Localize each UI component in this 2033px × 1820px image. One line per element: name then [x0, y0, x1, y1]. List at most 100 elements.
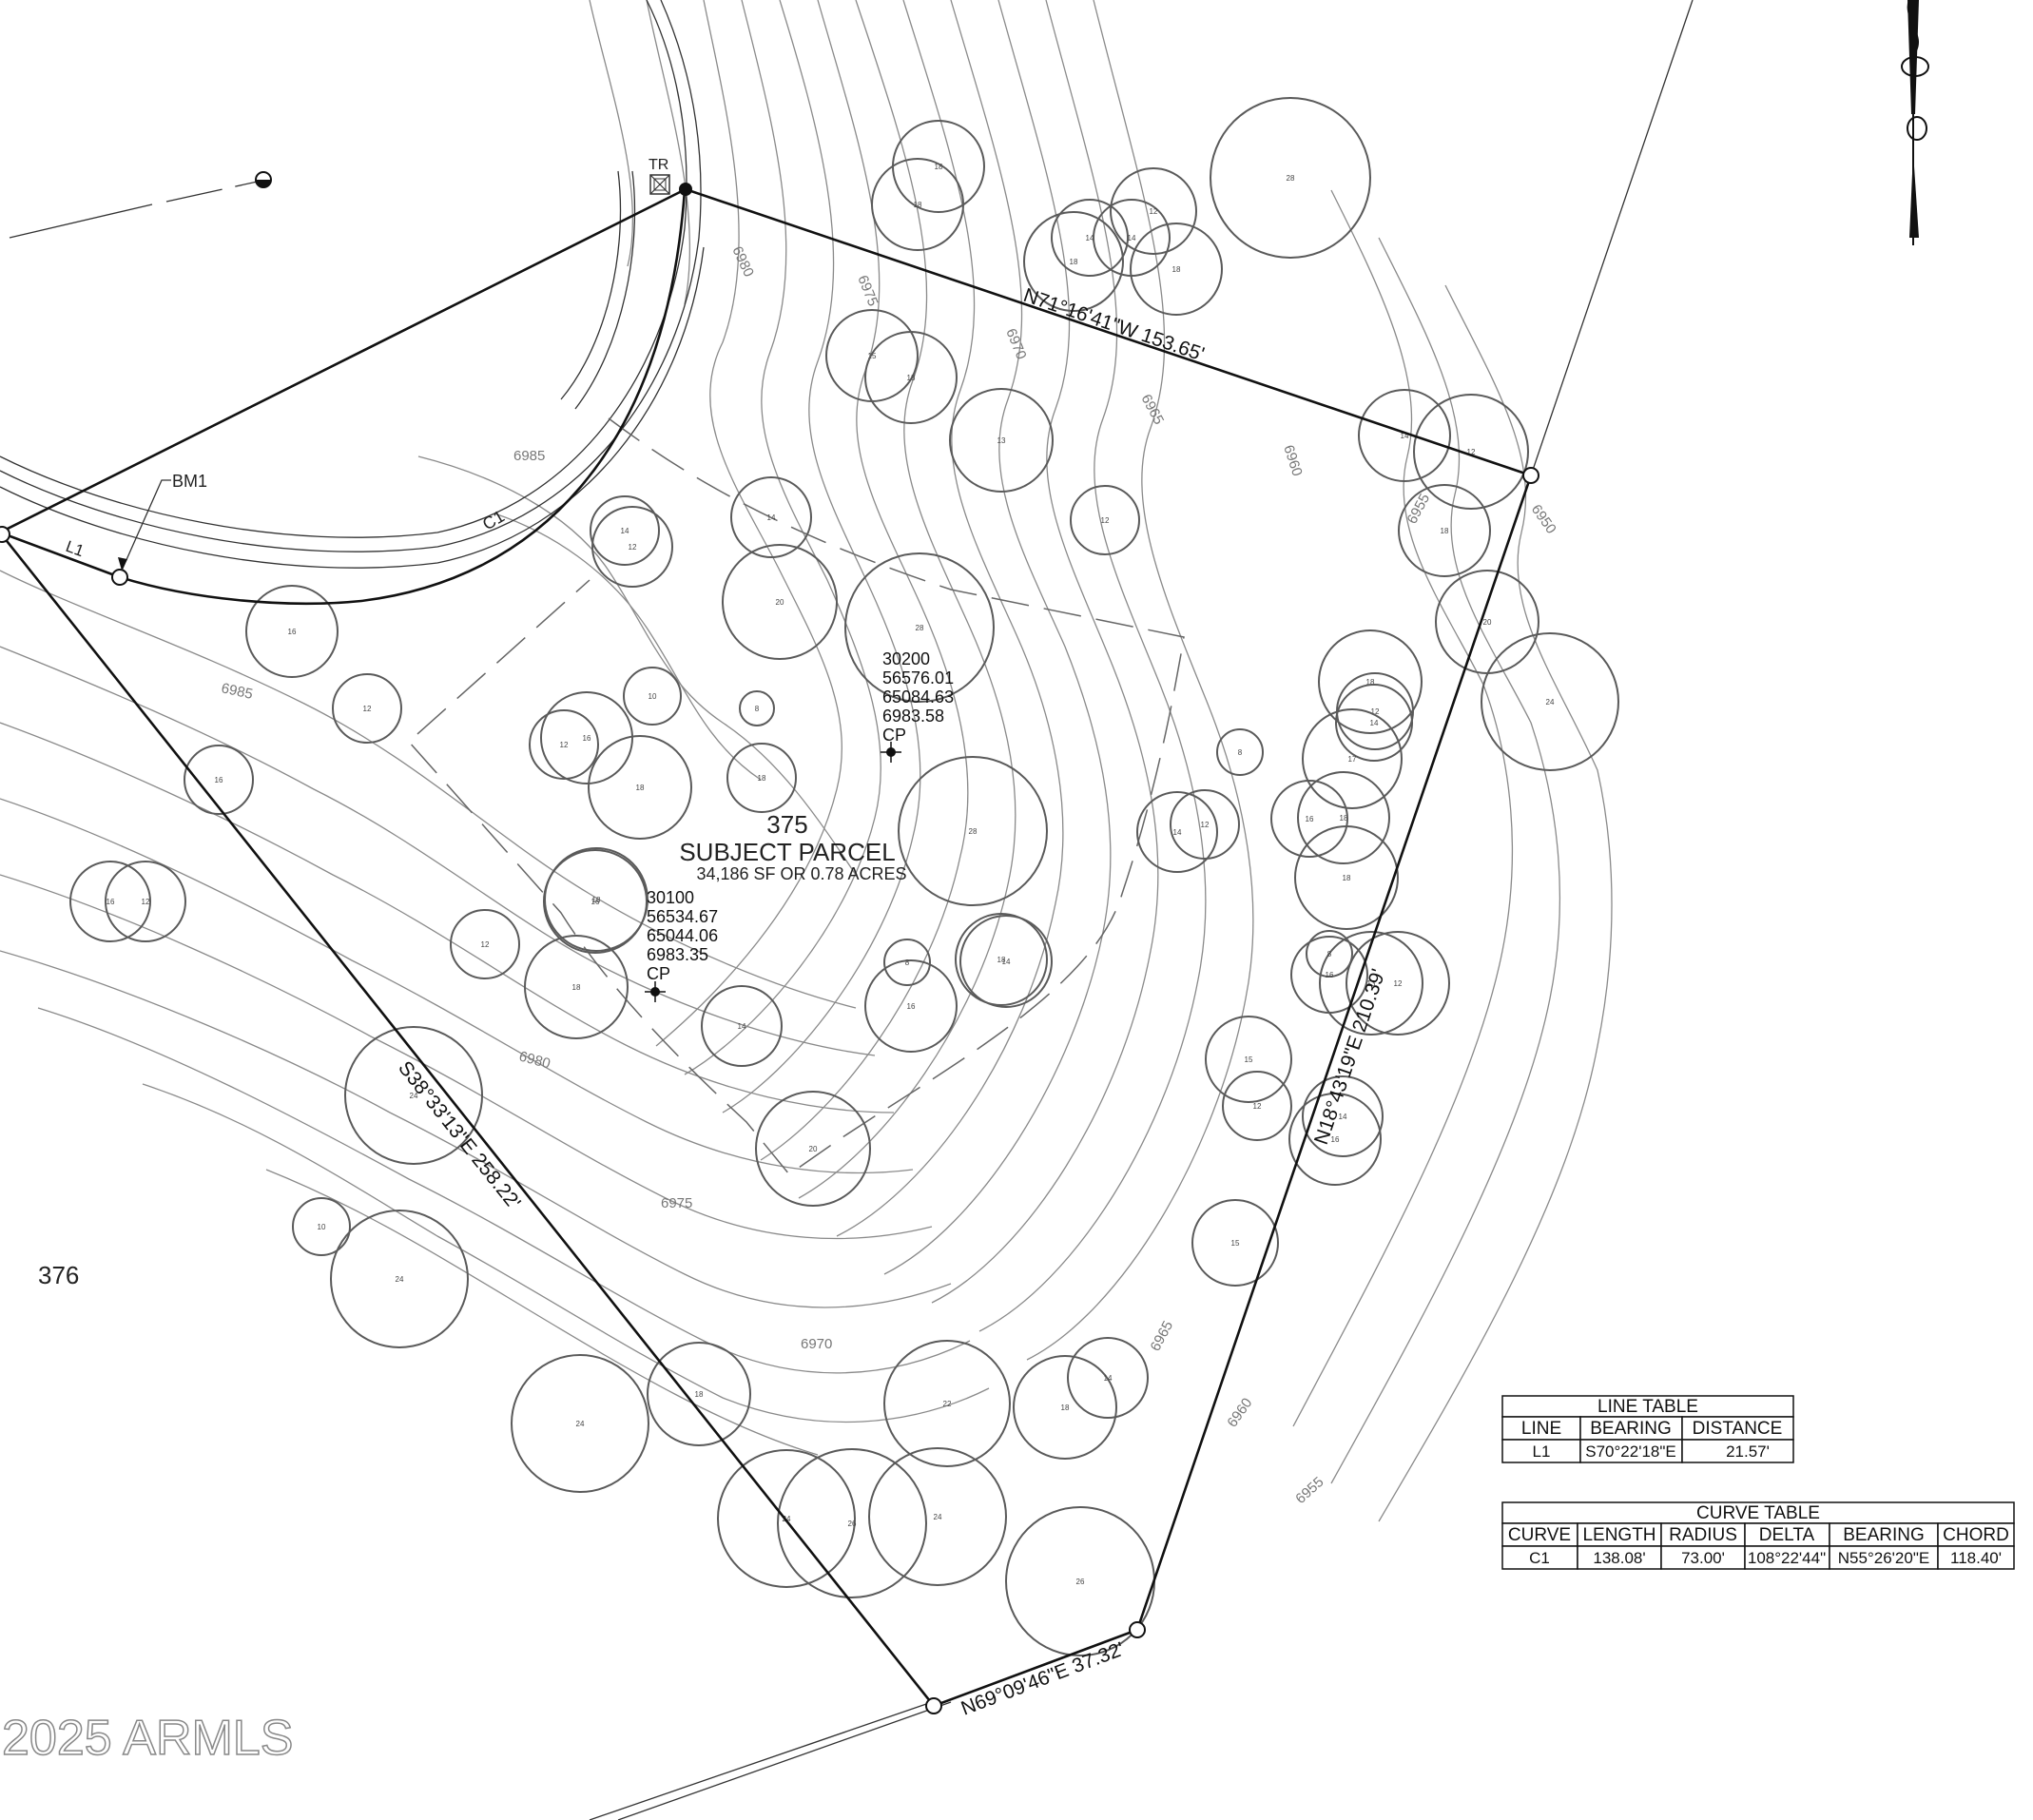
- contour-label: 6955: [1404, 491, 1434, 526]
- svg-text:12: 12: [629, 543, 637, 552]
- svg-text:10: 10: [318, 1223, 326, 1231]
- curve-label-c1: C1: [479, 507, 508, 534]
- contour-label: 6950: [1528, 502, 1559, 537]
- tree: 18: [588, 735, 692, 840]
- svg-text:18: 18: [758, 774, 766, 783]
- contour-label: 6975: [661, 1195, 692, 1211]
- parcel-boundary: [0, 187, 1533, 1708]
- svg-text:24: 24: [1546, 698, 1555, 707]
- tree: 28: [1210, 97, 1371, 259]
- tree: 16: [543, 849, 648, 954]
- svg-text:16: 16: [1326, 971, 1334, 979]
- contour-label: 6955: [1292, 1474, 1326, 1507]
- right-of-way-curve: C1: [0, 189, 687, 606]
- tree: 18: [1130, 223, 1223, 316]
- tree: 15: [1191, 1199, 1279, 1287]
- svg-text:18: 18: [1343, 874, 1351, 882]
- control-point-icon: [881, 742, 901, 763]
- parcel-number: 375: [766, 810, 807, 839]
- svg-text:16: 16: [583, 734, 591, 743]
- svg-text:16: 16: [106, 898, 115, 906]
- tree: 15: [1205, 1016, 1292, 1103]
- curve-table: CURVE TABLE CURVE LENGTH RADIUS DELTA BE…: [1501, 1501, 2015, 1570]
- svg-text:14: 14: [1339, 1113, 1347, 1121]
- cp-label: CP: [647, 964, 670, 983]
- tree: 14: [730, 476, 812, 558]
- svg-text:20: 20: [809, 1145, 818, 1153]
- svg-text:8: 8: [905, 958, 910, 967]
- curve-table-cell: 138.08': [1593, 1549, 1645, 1567]
- tree: 24: [868, 1447, 1007, 1586]
- leader-arrow-icon: [118, 557, 127, 571]
- svg-text:14: 14: [1370, 719, 1379, 727]
- svg-text:18: 18: [1441, 527, 1449, 535]
- tree: 14: [590, 495, 660, 566]
- tree: 18: [647, 1342, 751, 1446]
- tree: 13: [1319, 931, 1423, 1036]
- control-point-icon: [645, 981, 666, 1002]
- svg-text:12: 12: [481, 940, 490, 949]
- line-table-cell: L1: [1533, 1442, 1551, 1461]
- svg-text:18: 18: [695, 1390, 704, 1399]
- svg-text:14: 14: [1401, 432, 1409, 440]
- svg-text:24: 24: [410, 1092, 418, 1100]
- tree: 8: [883, 939, 931, 986]
- boundary-call-labels: N71°16'41"W 153.65' N18°43'19"E 210.39' …: [394, 284, 1390, 1720]
- tree: 16: [69, 861, 151, 942]
- tree-symbols: 18 18 14 18 14 12 18 28 15 18 13 12 14 1…: [69, 97, 1619, 1656]
- svg-text:8: 8: [1327, 950, 1332, 958]
- tree: 12: [1222, 1071, 1292, 1141]
- svg-text:18: 18: [572, 983, 581, 992]
- tree: 24: [1481, 632, 1619, 771]
- monument-icon: [679, 183, 692, 196]
- tree: 12: [1110, 167, 1197, 255]
- tree: 10: [623, 667, 682, 726]
- parcel-area: 34,186 SF OR 0.78 ACRES: [696, 864, 906, 883]
- tree: 20: [722, 544, 838, 660]
- building-envelope: [407, 417, 1185, 1176]
- svg-text:18: 18: [636, 784, 645, 792]
- contour-label: 6975: [854, 273, 881, 308]
- contour-label: 6960: [1224, 1395, 1255, 1430]
- parcel-title: SUBJECT PARCEL: [679, 838, 895, 866]
- tree: 14: [701, 985, 783, 1067]
- contour-label: 6970: [1002, 326, 1029, 361]
- svg-text:24: 24: [396, 1275, 404, 1284]
- south-line-call: N69°09'46"E 37.32': [958, 1638, 1128, 1720]
- tree: 16: [1270, 780, 1348, 858]
- svg-text:26: 26: [848, 1520, 857, 1528]
- svg-text:16: 16: [591, 898, 600, 906]
- svg-text:12: 12: [142, 898, 150, 906]
- tree: 13: [949, 388, 1054, 493]
- svg-text:15: 15: [1231, 1239, 1240, 1248]
- svg-text:12: 12: [1201, 821, 1210, 829]
- tree: 8: [1216, 728, 1264, 776]
- svg-text:16: 16: [215, 776, 223, 784]
- tree: 18: [1023, 211, 1124, 312]
- corner-monuments: [0, 171, 1539, 1714]
- contour-label: 6985: [513, 448, 545, 464]
- west-line-call: S38°33'13"E 258.22': [394, 1057, 525, 1213]
- svg-text:18: 18: [1172, 265, 1181, 274]
- svg-text:12: 12: [1467, 448, 1476, 456]
- tree: 14: [1358, 389, 1451, 482]
- svg-text:28: 28: [1287, 174, 1295, 183]
- control-point-30200: 30200 56576.01 65084.63 6983.58 CP: [881, 649, 954, 763]
- svg-text:14: 14: [1086, 234, 1094, 242]
- neighbor-parcel-number: 376: [38, 1261, 79, 1289]
- line-table-cell: S70°22'18"E: [1585, 1442, 1675, 1461]
- curve-table-title: CURVE TABLE: [1696, 1503, 1820, 1523]
- tree: 12: [1413, 394, 1529, 510]
- svg-text:12: 12: [363, 705, 372, 713]
- tree: 18: [726, 743, 797, 813]
- copyright-watermark: 2025 ARMLS: [2, 1711, 293, 1766]
- line-table: LINE TABLE LINE BEARING DISTANCE L1 S70°…: [1501, 1395, 1794, 1463]
- tree: 12: [450, 909, 520, 979]
- tree: 18: [1318, 629, 1423, 734]
- contour-label: 6985: [220, 680, 254, 703]
- line-table-title: LINE TABLE: [1597, 1397, 1698, 1417]
- curve-table-header: LENGTH: [1582, 1525, 1655, 1545]
- benchmark-half-fill: [256, 180, 271, 187]
- svg-text:18: 18: [592, 896, 601, 904]
- curve-table-header: DELTA: [1759, 1525, 1815, 1545]
